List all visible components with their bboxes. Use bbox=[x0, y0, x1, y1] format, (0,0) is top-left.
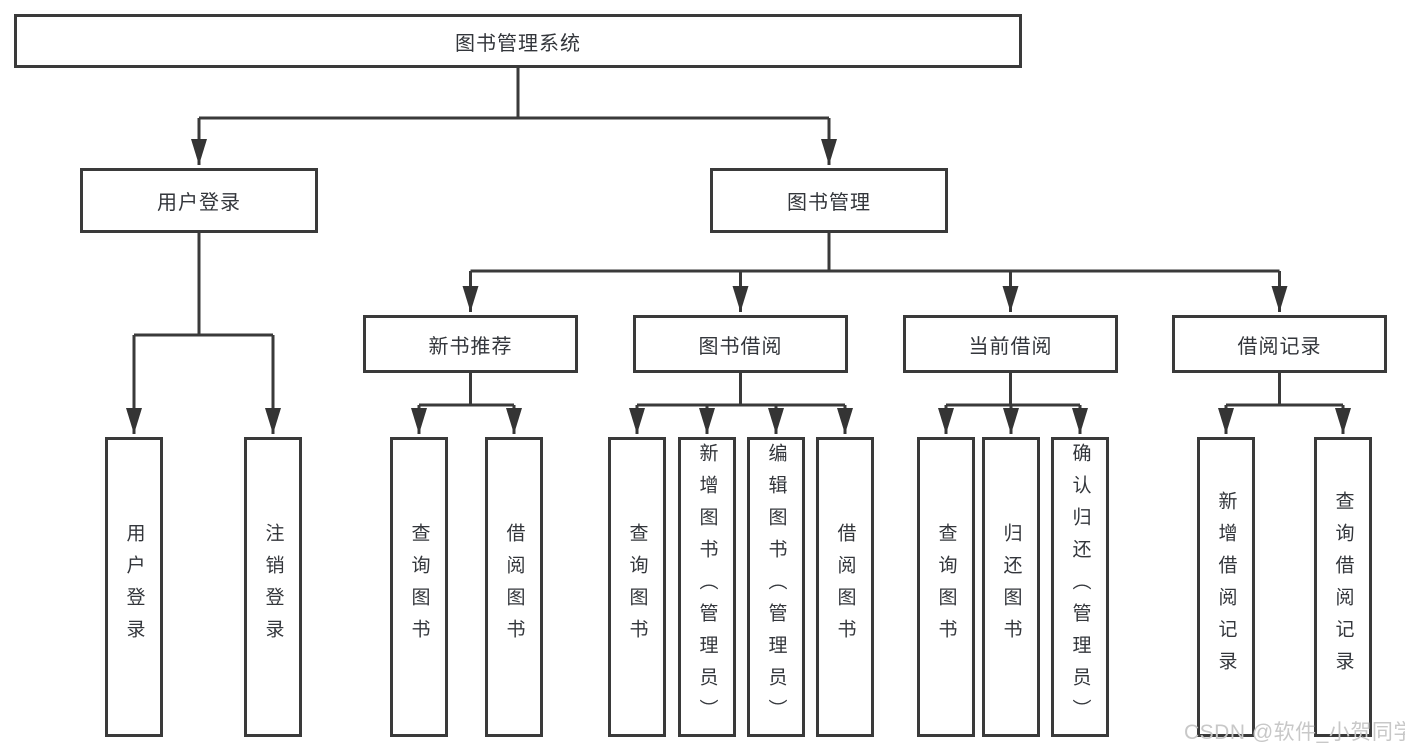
node-root-label: 图书管理系统 bbox=[455, 32, 581, 55]
leaf-query-borrow-record: 查询借阅记录 bbox=[1314, 437, 1372, 737]
leaf-add-books-admin: 新增图书（管理员） bbox=[678, 437, 736, 737]
leaf-edit-books-admin: 编辑图书（管理员） bbox=[747, 437, 805, 737]
leaf-edit-books-admin-label: 编辑图书（管理员） bbox=[765, 443, 787, 731]
leaf-borrow-books-recommend-label: 借阅图书 bbox=[503, 523, 525, 651]
leaf-query-books-borrow-label: 查询图书 bbox=[626, 523, 648, 651]
leaf-user-login: 用户登录 bbox=[105, 437, 163, 737]
leaf-confirm-return-admin-label: 确认归还（管理员） bbox=[1069, 443, 1091, 731]
leaf-query-borrow-record-label: 查询借阅记录 bbox=[1332, 491, 1354, 683]
node-user-login: 用户登录 bbox=[80, 168, 318, 233]
node-user-login-label: 用户登录 bbox=[157, 192, 241, 214]
node-borrow-records-label: 借阅记录 bbox=[1237, 335, 1322, 358]
connector-group bbox=[126, 68, 1351, 434]
leaf-logout-login: 注销登录 bbox=[244, 437, 302, 737]
leaf-borrow-books-recommend: 借阅图书 bbox=[485, 437, 543, 737]
leaf-query-books-current: 查询图书 bbox=[917, 437, 975, 737]
leaf-query-books-borrow: 查询图书 bbox=[608, 437, 666, 737]
node-current-borrow-label: 当前借阅 bbox=[968, 335, 1053, 358]
node-book-management-label: 图书管理 bbox=[787, 192, 871, 214]
leaf-borrow-books: 借阅图书 bbox=[816, 437, 874, 737]
node-borrow-records: 借阅记录 bbox=[1172, 315, 1387, 373]
leaf-query-books-recommend: 查询图书 bbox=[390, 437, 448, 737]
node-new-book-recommend: 新书推荐 bbox=[363, 315, 578, 373]
node-book-borrow-label: 图书借阅 bbox=[698, 335, 783, 358]
leaf-query-books-current-label: 查询图书 bbox=[935, 523, 957, 651]
leaf-logout-login-label: 注销登录 bbox=[262, 523, 284, 651]
leaf-query-books-recommend-label: 查询图书 bbox=[408, 523, 430, 651]
leaf-borrow-books-label: 借阅图书 bbox=[834, 523, 856, 651]
leaf-user-login-label: 用户登录 bbox=[123, 523, 145, 651]
node-book-borrow: 图书借阅 bbox=[633, 315, 848, 373]
node-new-book-recommend-label: 新书推荐 bbox=[428, 335, 513, 358]
node-book-management: 图书管理 bbox=[710, 168, 948, 233]
csdn-watermark: CSDN @软件_小贺同学 bbox=[1184, 721, 1405, 744]
leaf-confirm-return-admin: 确认归还（管理员） bbox=[1051, 437, 1109, 737]
leaf-return-books-label: 归还图书 bbox=[1000, 523, 1022, 651]
leaf-add-borrow-record: 新增借阅记录 bbox=[1197, 437, 1255, 737]
node-root: 图书管理系统 bbox=[14, 14, 1022, 68]
leaf-add-books-admin-label: 新增图书（管理员） bbox=[696, 443, 718, 731]
node-current-borrow: 当前借阅 bbox=[903, 315, 1118, 373]
leaf-return-books: 归还图书 bbox=[982, 437, 1040, 737]
leaf-add-borrow-record-label: 新增借阅记录 bbox=[1215, 491, 1237, 683]
